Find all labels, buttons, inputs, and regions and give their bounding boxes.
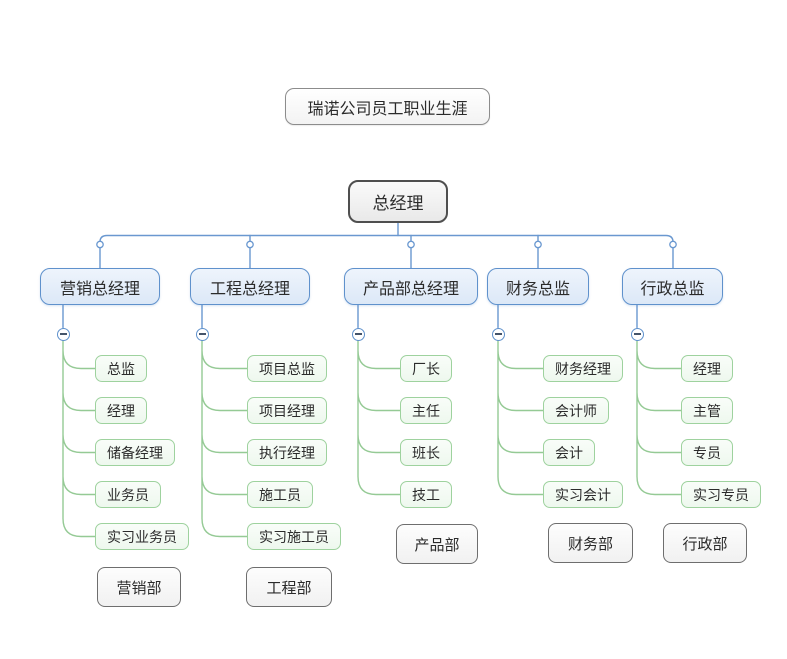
- child-node[interactable]: 主管: [681, 397, 733, 424]
- dept-node-admin[interactable]: 行政部: [663, 523, 747, 563]
- dept-node-marketing[interactable]: 营销部: [97, 567, 181, 607]
- collapse-toggle-icon[interactable]: [630, 327, 644, 341]
- child-node[interactable]: 储备经理: [95, 439, 175, 466]
- branch-node-admin[interactable]: 行政总监: [622, 268, 723, 305]
- branch-4-child-lines: [497, 339, 544, 496]
- connector-dot: [669, 240, 677, 249]
- connector-dot: [96, 240, 104, 249]
- connector-dot: [534, 240, 542, 249]
- child-node[interactable]: 实习会计: [543, 481, 623, 508]
- child-node[interactable]: 实习专员: [681, 481, 761, 508]
- child-node[interactable]: 主任: [400, 397, 452, 424]
- child-node[interactable]: 项目总监: [247, 355, 327, 382]
- connector-dot: [407, 240, 415, 249]
- child-node[interactable]: 会计: [543, 439, 595, 466]
- dept-node-product[interactable]: 产品部: [396, 524, 478, 564]
- branch-3-child-lines: [357, 339, 401, 496]
- collapse-toggle-icon[interactable]: [56, 327, 70, 341]
- chart-title-node[interactable]: 瑞诺公司员工职业生涯: [285, 88, 490, 125]
- collapse-toggle-icon[interactable]: [491, 327, 505, 341]
- child-node[interactable]: 项目经理: [247, 397, 327, 424]
- child-node[interactable]: 执行经理: [247, 439, 327, 466]
- branch-5-child-lines: [636, 339, 682, 496]
- branch-node-finance[interactable]: 财务总监: [487, 268, 589, 305]
- child-node[interactable]: 实习业务员: [95, 523, 189, 550]
- child-node[interactable]: 实习施工员: [247, 523, 341, 550]
- dept-node-finance[interactable]: 财务部: [548, 523, 633, 563]
- trunk-drop-lines: [62, 222, 674, 329]
- collapse-toggle-icon[interactable]: [195, 327, 209, 341]
- child-node[interactable]: 财务经理: [543, 355, 623, 382]
- child-node[interactable]: 会计师: [543, 397, 609, 424]
- child-node[interactable]: 施工员: [247, 481, 313, 508]
- branch-node-marketing[interactable]: 营销总经理: [40, 268, 160, 305]
- branch-2-child-lines: [201, 339, 248, 538]
- root-node[interactable]: 总经理: [348, 180, 448, 223]
- child-node[interactable]: 总监: [95, 355, 147, 382]
- child-node[interactable]: 技工: [400, 481, 452, 508]
- branch-node-engineering[interactable]: 工程总经理: [190, 268, 310, 305]
- child-node[interactable]: 经理: [95, 397, 147, 424]
- child-node[interactable]: 班长: [400, 439, 452, 466]
- child-node[interactable]: 业务员: [95, 481, 161, 508]
- connector-dot: [246, 240, 254, 249]
- child-node[interactable]: 专员: [681, 439, 733, 466]
- trunk-line: [99, 234, 674, 243]
- child-node[interactable]: 经理: [681, 355, 733, 382]
- child-node[interactable]: 厂长: [400, 355, 452, 382]
- dept-node-engineering[interactable]: 工程部: [246, 567, 332, 607]
- collapse-toggle-icon[interactable]: [351, 327, 365, 341]
- branch-node-product[interactable]: 产品部总经理: [344, 268, 478, 305]
- branch-1-child-lines: [62, 339, 96, 538]
